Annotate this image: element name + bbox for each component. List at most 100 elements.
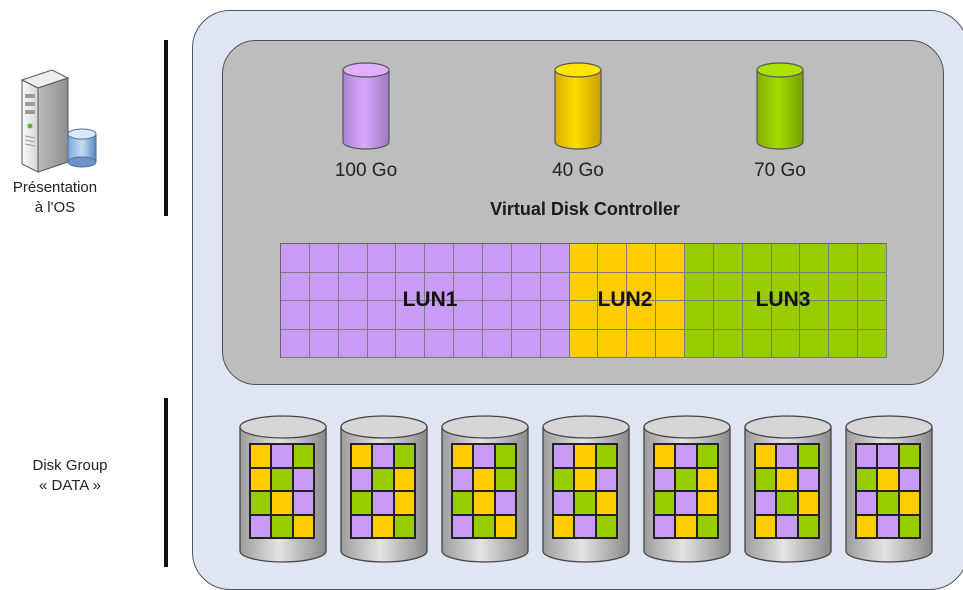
lun-grid-cell	[454, 244, 483, 273]
disk-chunk	[394, 492, 414, 514]
lun-grid-cell	[829, 272, 859, 301]
lun-grid-cell	[569, 244, 599, 273]
disk-chunk	[373, 515, 393, 537]
disk-chunk	[495, 492, 515, 514]
lun-grid-cell	[858, 272, 887, 301]
lun-grid-cell	[540, 329, 570, 358]
volume-40-cylinder	[554, 62, 602, 150]
disk-chunk	[575, 468, 595, 490]
disk-chunk	[474, 492, 494, 514]
disk-chunk	[899, 468, 919, 490]
lun-grid-cell	[713, 244, 743, 273]
lun-grid-cell	[713, 272, 743, 301]
lun2-label: LUN2	[597, 288, 653, 311]
disk-cylinder	[540, 413, 632, 565]
disk-chunk	[878, 492, 898, 514]
disk-chunk	[798, 492, 818, 514]
disk-chunk	[293, 468, 313, 490]
disk-chunk	[798, 468, 818, 490]
lun-grid-cell	[396, 329, 426, 358]
lun-grid-cell	[685, 244, 714, 273]
lun-grid-cell	[309, 301, 339, 330]
lun3-label: LUN3	[755, 288, 811, 311]
lun-grid-cell	[569, 272, 599, 301]
lun-grid-cell	[540, 244, 570, 273]
lun-grid-cell	[281, 272, 310, 301]
disk-chunk	[394, 515, 414, 537]
lun-grid-cell	[483, 329, 512, 358]
diskgroup-label-line1: Disk Group	[32, 457, 108, 474]
disk-chunk	[293, 445, 313, 467]
disk-cylinder	[843, 413, 935, 565]
lun-grid-cell	[800, 329, 830, 358]
disk-chunk	[596, 468, 616, 490]
disk-chunk	[373, 468, 393, 490]
lun-grid-cell	[367, 301, 397, 330]
presentation-label-line2: à l'OS	[34, 199, 76, 216]
lun-grid-cell	[396, 301, 426, 330]
disk-cylinder	[237, 413, 329, 565]
disk-chunk	[453, 515, 473, 537]
disk-chunk	[756, 492, 776, 514]
lun-grid-cell	[685, 301, 714, 330]
lun-grid-cell	[598, 272, 628, 301]
disk-chunk	[251, 492, 271, 514]
disk-chunk	[554, 492, 574, 514]
disk-chunk-grid	[451, 443, 517, 539]
lun-grid-cell	[338, 329, 368, 358]
lun-grid-cell	[367, 244, 397, 273]
lun-grid-cell	[569, 329, 599, 358]
disk-chunk-grid	[855, 443, 921, 539]
lun-grid-cell	[367, 272, 397, 301]
volume-100-size-label: 100 Go	[334, 160, 398, 181]
disk-chunk-grid	[653, 443, 719, 539]
lun-grid-cell	[800, 244, 830, 273]
disk-chunk	[878, 468, 898, 490]
disk-chunk	[899, 515, 919, 537]
divider-bottom	[164, 398, 168, 567]
volume-100-cylinder	[342, 62, 390, 150]
disk-chunk	[899, 445, 919, 467]
disk-chunk	[373, 492, 393, 514]
lun-grid	[280, 243, 887, 358]
lun-grid-cell	[425, 244, 455, 273]
disk-chunk	[352, 492, 372, 514]
disk-cylinder	[742, 413, 834, 565]
lun-grid-cell	[800, 272, 830, 301]
lun-grid-cell	[367, 329, 397, 358]
disk-chunk	[575, 445, 595, 467]
disk-chunk	[777, 492, 797, 514]
disk-chunk	[251, 468, 271, 490]
disk-chunk	[756, 468, 776, 490]
disk-chunk	[697, 468, 717, 490]
lun-grid-cell	[540, 272, 570, 301]
lun-grid-cell	[598, 244, 628, 273]
lun-grid-cell	[511, 244, 541, 273]
disk-chunk	[655, 492, 675, 514]
disk-chunk	[655, 468, 675, 490]
disk-chunk	[495, 468, 515, 490]
disk-chunk	[798, 515, 818, 537]
lun-grid-cell	[454, 329, 483, 358]
lun-grid-cell	[742, 272, 772, 301]
lun-grid-cell	[685, 272, 714, 301]
disk-chunk	[655, 515, 675, 537]
presentation-label: Présentation à l'OS	[0, 178, 110, 218]
lun-grid-cell	[281, 244, 310, 273]
disk-chunk	[857, 515, 877, 537]
lun-grid-cell	[627, 272, 657, 301]
disk-chunk	[596, 492, 616, 514]
lun-grid-cell	[627, 301, 657, 330]
disk-chunk	[756, 515, 776, 537]
disk-chunk	[899, 492, 919, 514]
volume-70-size-label: 70 Go	[754, 160, 806, 181]
disk-cylinder	[641, 413, 733, 565]
disk-chunk	[495, 445, 515, 467]
disk-chunk	[272, 515, 292, 537]
controller-title: Virtual Disk Controller	[490, 199, 680, 219]
disk-chunk	[857, 492, 877, 514]
lun-grid-cell	[425, 272, 455, 301]
disk-cylinder	[338, 413, 430, 565]
disk-chunk-grid	[249, 443, 315, 539]
lun-grid-cell	[598, 301, 628, 330]
